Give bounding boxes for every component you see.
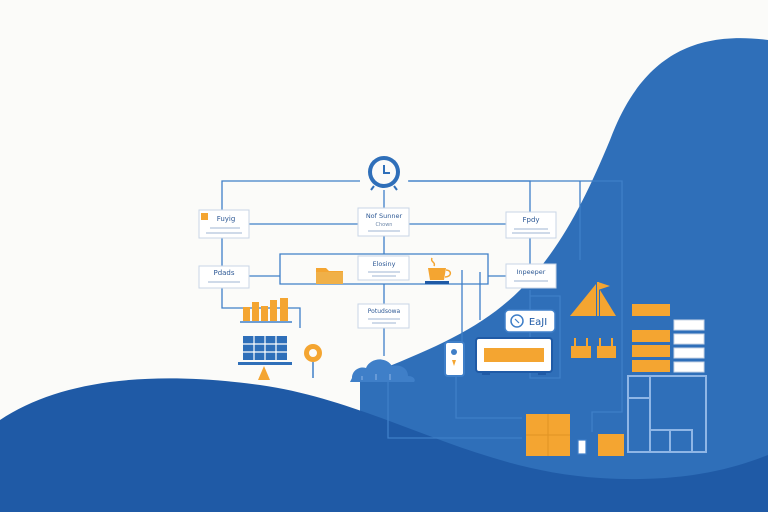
- node-low-center-title: Potudsowa: [368, 308, 401, 315]
- blue-wave-bottom: [0, 378, 768, 512]
- server-stack-icon: [632, 304, 705, 373]
- bar-chart-icon: [240, 298, 292, 323]
- node-mid-left-title: Pdads: [213, 269, 234, 277]
- phone-icon: [444, 341, 465, 377]
- eaji-badge: EaJI: [504, 309, 556, 333]
- node-top-left: Fuyig: [198, 209, 250, 239]
- node-top-right-title: Fpdy: [522, 216, 539, 224]
- box-icon: [526, 414, 624, 456]
- node-top-left-title: Fuyig: [217, 215, 236, 223]
- sunflower-icon: [304, 344, 322, 378]
- coffee-cup-icon: [425, 257, 452, 284]
- connector-lines: [221, 180, 623, 439]
- node-mid-center-title: Elosiny: [372, 260, 395, 268]
- node-mid-right: Inpeeper: [505, 263, 557, 289]
- small-box-icons: [571, 338, 616, 358]
- sailboat-icon: [570, 282, 616, 316]
- cloud-icon: [350, 359, 415, 382]
- node-mid-right-title: Inpeeper: [517, 268, 546, 276]
- node-top-right: Fpdy: [505, 211, 557, 239]
- monitor-icon: [475, 337, 553, 375]
- blue-wave-right: [360, 38, 768, 512]
- node-top-center-title: Nof Sunner: [366, 212, 403, 220]
- node-mid-center: Elosiny: [357, 255, 410, 281]
- node-top-center-subtitle: Chown: [376, 222, 393, 228]
- node-low-center: Potudsowa: [357, 303, 410, 329]
- building-icon: [627, 375, 707, 453]
- node-top-center: Nof Sunner Chown: [357, 207, 410, 237]
- node-mid-left: Pdads: [198, 265, 250, 289]
- folder-icon: [316, 268, 343, 284]
- solar-panel-icon: [238, 336, 292, 380]
- clock-icon: [368, 156, 400, 191]
- eaji-badge-label: EaJI: [529, 317, 547, 328]
